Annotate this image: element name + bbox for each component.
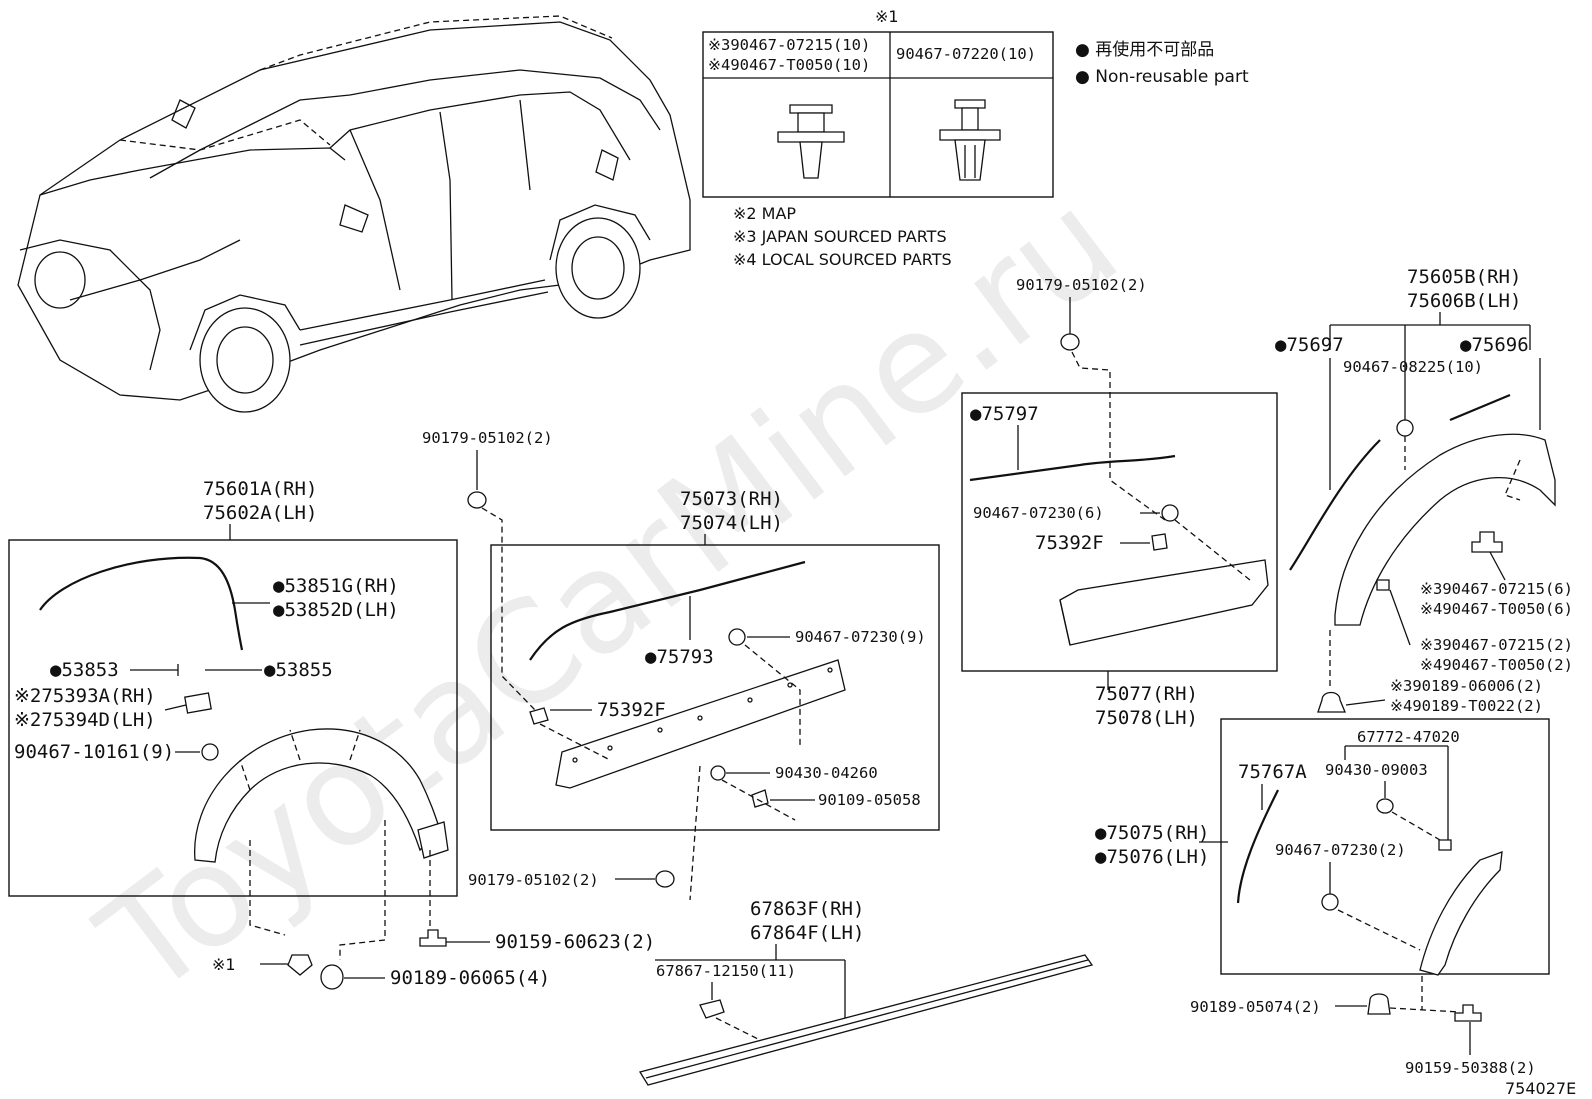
part-90467-T0050-2: ※490467-T0050(2) — [1420, 656, 1573, 674]
sill-title-rh: 67863F(RH) — [750, 898, 864, 920]
part-90430-09003: 90430-09003 — [1325, 761, 1428, 779]
part-90159-50388: 90159-50388(2) — [1405, 1059, 1536, 1077]
clip-col1-line2: ※490467-T0050(10) — [708, 56, 870, 74]
door-title-rh: 75077(RH) — [1095, 683, 1198, 705]
part-53852D: ●53852D(LH) — [273, 599, 399, 621]
note-1: ※2 MAP — [733, 204, 796, 223]
part-90467-07230-mid: 90467-07230(9) — [795, 628, 926, 646]
part-67772-47020: 67772-47020 — [1357, 728, 1460, 746]
front-flare-group: 75601A(RH) 75602A(LH) ●53851G(RH) ●53852… — [8, 478, 458, 960]
rear-flare-group: 75605B(RH) 75606B(LH) ●75697 ●75696 9046… — [1275, 266, 1573, 715]
part-90467-T0050-6: ※490467-T0050(6) — [1420, 600, 1573, 618]
sill-molding-group: 67863F(RH) 67864F(LH) 67867-12150(11) — [638, 898, 1094, 1086]
part-90189-06065: 90189-06065(4) — [390, 967, 550, 989]
part-75394D: ※275394D(LH) — [14, 709, 156, 731]
ref-1-label: ※1 — [212, 955, 236, 974]
part-53851G: ●53851G(RH) — [273, 575, 399, 597]
rocker-title-lh: 75074(LH) — [680, 512, 783, 534]
rocker-title-rh: 75073(RH) — [680, 488, 783, 510]
part-90467-07215-6: ※390467-07215(6) — [1420, 580, 1573, 598]
part-75392F-mid: 75392F — [597, 699, 666, 721]
push-clip-icon-2 — [939, 99, 1001, 181]
part-90109-05058: 90109-05058 — [818, 791, 921, 809]
rear-title-rh: 75605B(RH) — [1407, 266, 1521, 288]
front-flare-title-lh: 75602A(LH) — [203, 502, 317, 524]
clip-table: ※1 ※390467-07215(10) ※490467-T0050(10) 9… — [702, 7, 1054, 198]
figure-code: 754027E — [1505, 1079, 1576, 1098]
legend: ● 再使用不可部品 ● Non-reusable part — [1075, 39, 1249, 87]
rear-title-lh: 75606B(LH) — [1407, 290, 1521, 312]
clip-90179-upper: 90179-05102(2) — [422, 429, 553, 711]
part-90179-upper: 90179-05102(2) — [422, 429, 553, 447]
note-2: ※3 JAPAN SOURCED PARTS — [733, 227, 947, 246]
part-75793: ●75793 — [645, 646, 714, 668]
part-53853: ●53853 — [50, 659, 119, 681]
front-flare-title-rh: 75601A(RH) — [203, 478, 317, 500]
notes: ※2 MAP ※3 JAPAN SOURCED PARTS ※4 LOCAL S… — [733, 204, 952, 269]
part-90467-07215-2: ※390467-07215(2) — [1420, 636, 1573, 654]
sill-clip-label: 67867-12150(11) — [656, 962, 796, 980]
sill-title-lh: 67864F(LH) — [750, 922, 864, 944]
part-90189-06006: ※390189-06006(2) — [1390, 677, 1543, 695]
door-molding-group: 90179-05102(2) ●75797 90467-07230(6) 753… — [961, 276, 1278, 729]
part-90189-05074: 90189-05074(2) — [1190, 998, 1321, 1016]
rear-mudguard-group: 67772-47020 90430-09003 75767A 90467-072… — [1095, 718, 1550, 976]
part-75797: ●75797 — [970, 403, 1039, 425]
clip-table-title: ※1 — [875, 7, 899, 26]
part-53855: ●53855 — [264, 659, 333, 681]
clip-col1-line1: ※390467-07215(10) — [708, 36, 870, 54]
clip-90179-lower: 90179-05102(2) — [468, 765, 701, 901]
part-75696: ●75696 — [1460, 334, 1529, 356]
part-90467-10161: 90467-10161(9) — [14, 741, 174, 763]
note-3: ※4 LOCAL SOURCED PARTS — [733, 250, 952, 269]
legend-jp: ● 再使用不可部品 — [1075, 39, 1214, 60]
rocker-molding-group: 75073(RH) 75074(LH) ●75793 90467-07230(9… — [490, 488, 940, 831]
rear-mudguard-fasteners: 90189-05074(2) 90159-50388(2) — [1190, 976, 1536, 1077]
part-90159-60623: 90159-60623(2) — [495, 931, 655, 953]
part-90189-T0022: ※490189-T0022(2) — [1390, 697, 1543, 715]
part-75393A: ※275393A(RH) — [14, 685, 156, 707]
part-90179-lower: 90179-05102(2) — [468, 871, 599, 889]
clip-col2: 90467-07220(10) — [896, 45, 1036, 63]
part-90467-07230-door: 90467-07230(6) — [973, 504, 1104, 522]
legend-en: ● Non-reusable part — [1075, 67, 1249, 87]
part-75075: ●75075(RH) — [1095, 822, 1209, 844]
door-title-lh: 75078(LH) — [1095, 707, 1198, 729]
part-90467-08225: 90467-08225(10) — [1343, 358, 1483, 376]
part-90467-07230-rear: 90467-07230(2) — [1275, 841, 1406, 859]
door-top-clip-label: 90179-05102(2) — [1016, 276, 1147, 294]
part-75697: ●75697 — [1275, 334, 1344, 356]
part-75076: ●75076(LH) — [1095, 846, 1209, 868]
part-75392F-door: 75392F — [1035, 532, 1104, 554]
push-clip-icon — [777, 104, 845, 179]
part-75767A: 75767A — [1238, 761, 1307, 783]
vehicle-illustration — [17, 15, 691, 413]
part-90430-04260: 90430-04260 — [775, 764, 878, 782]
front-flare-fasteners: ※1 90159-60623(2) 90189-06065(4) — [212, 929, 655, 990]
